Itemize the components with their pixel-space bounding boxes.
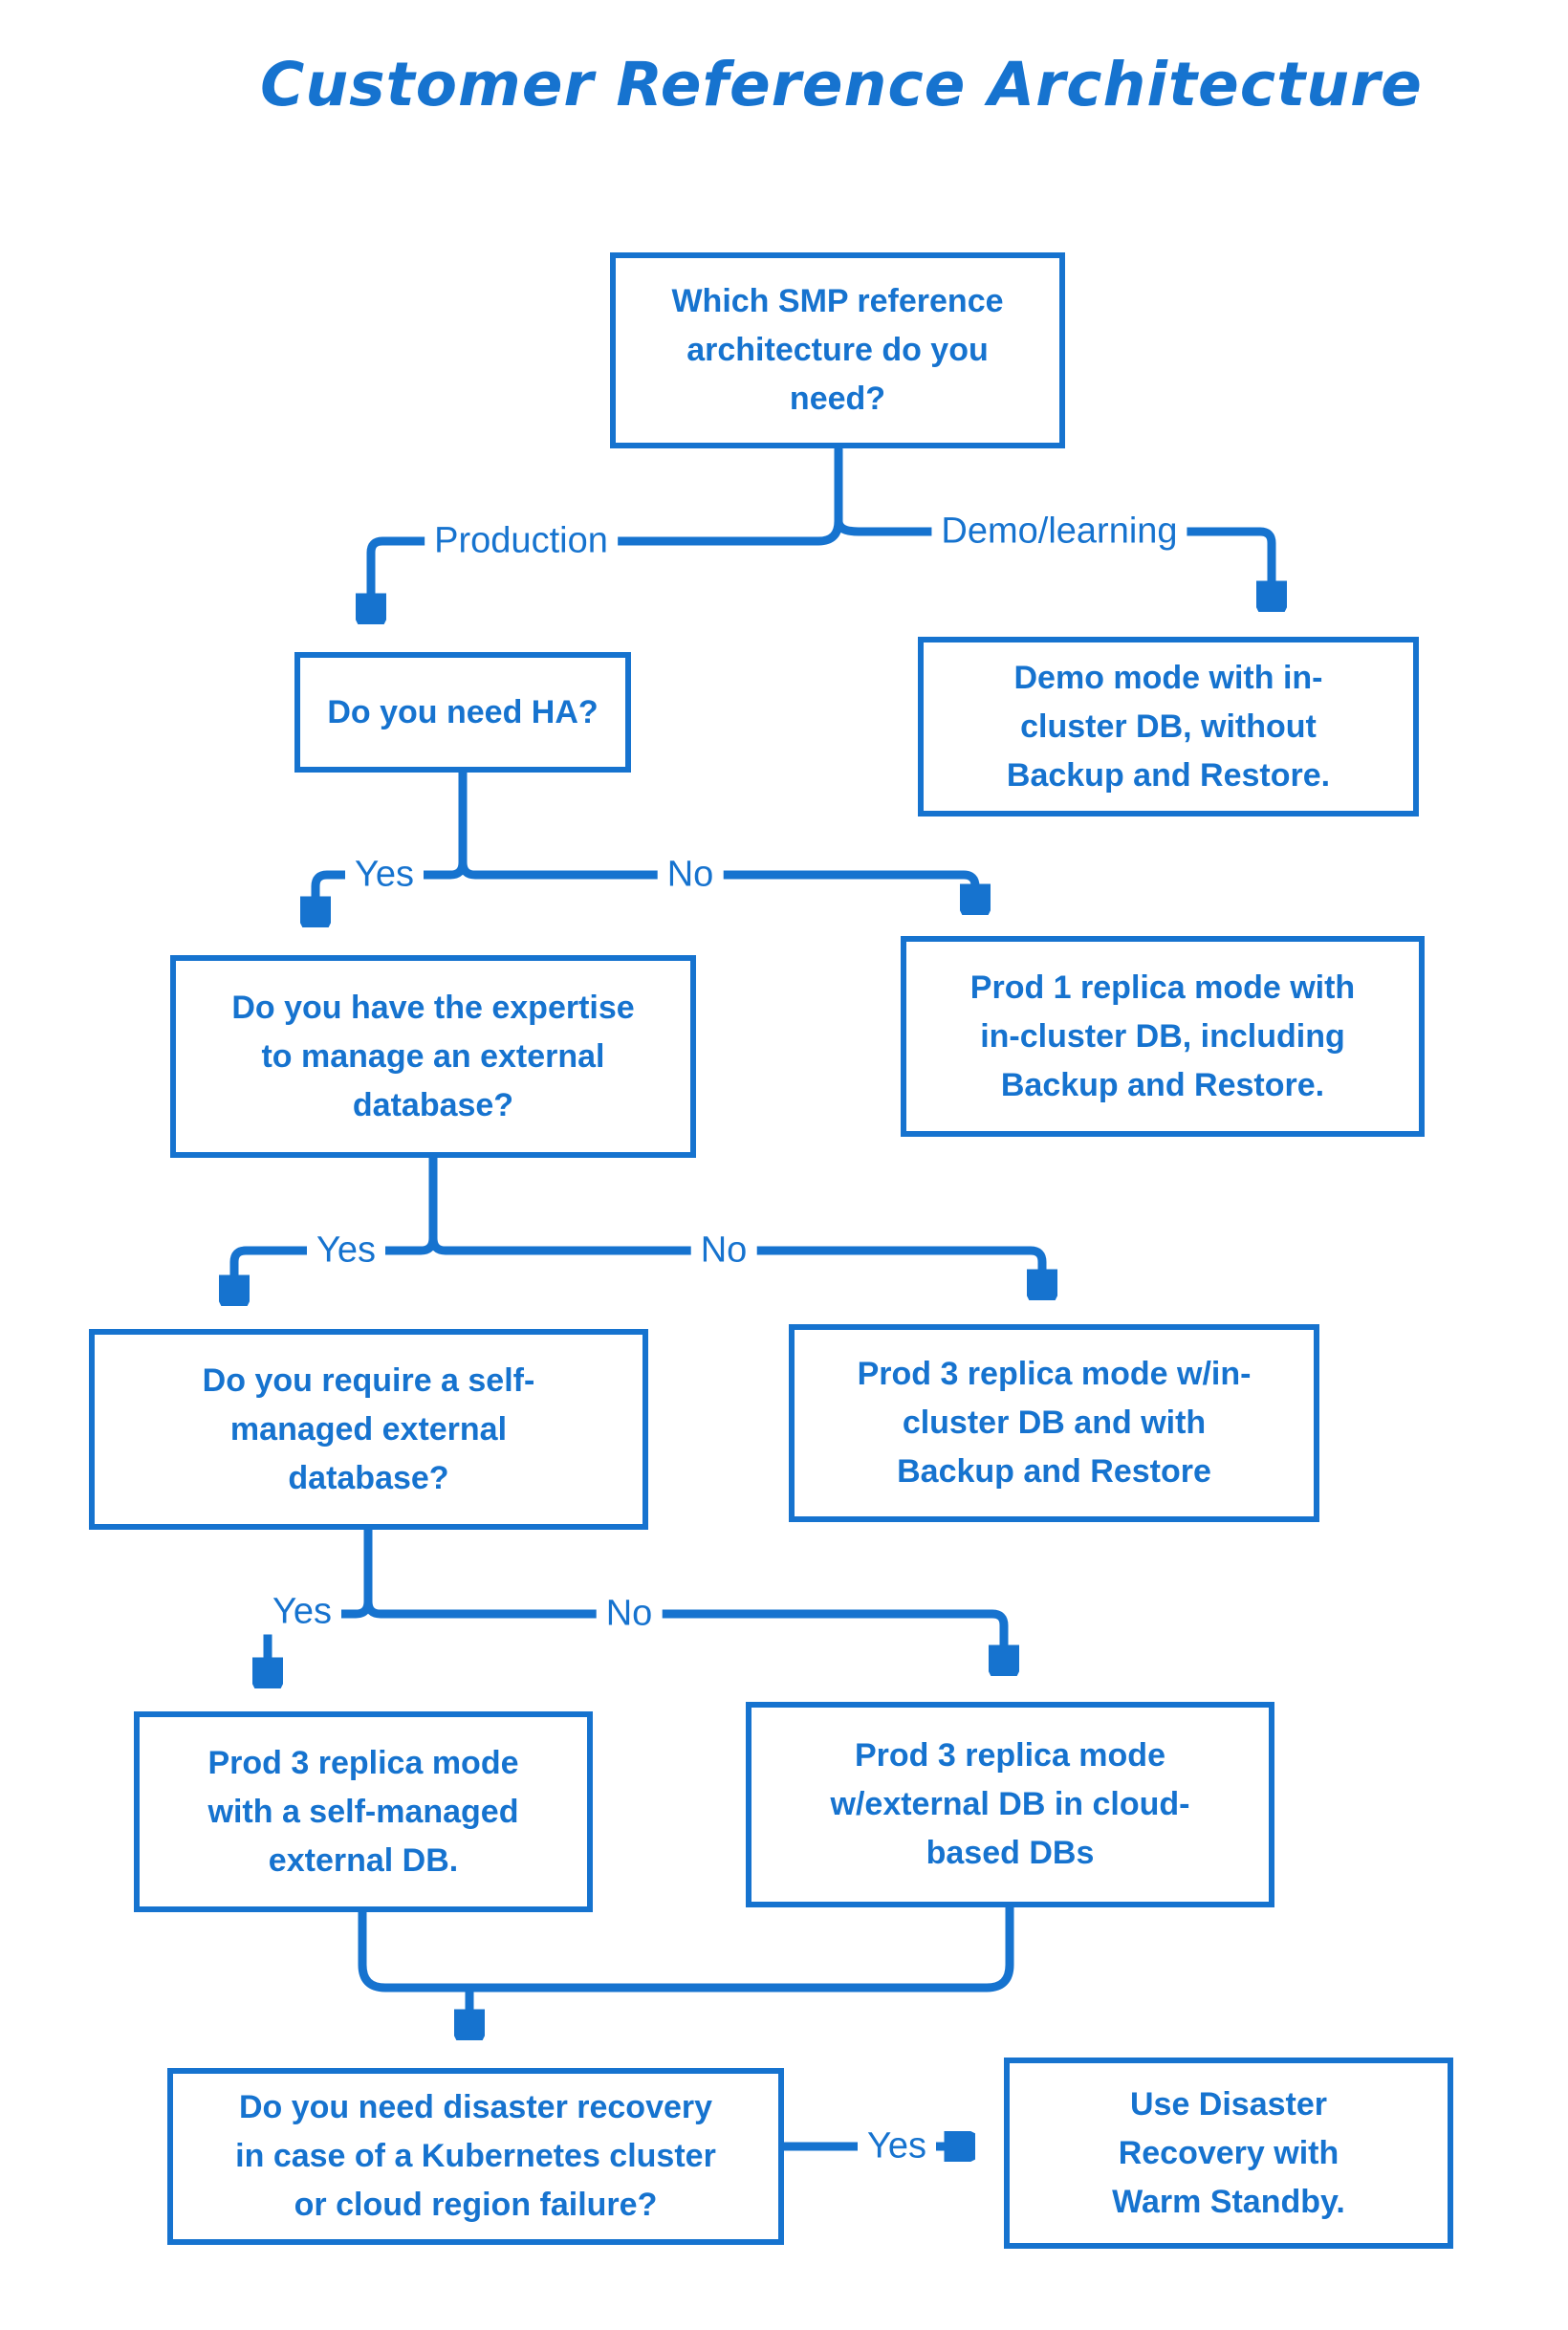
node-question-root-label: Which SMP reference architecture do you …: [671, 283, 1004, 417]
node-result-demo-mode-label: Demo mode with in- cluster DB, without B…: [1006, 659, 1331, 794]
node-question-expertise: Do you have the expertise to manage an e…: [170, 955, 696, 1158]
node-question-disaster-recovery-label: Do you need disaster recovery in case of…: [235, 2089, 716, 2223]
edge-label-ha-yes: Yes: [345, 852, 424, 898]
edge-label-expertise-no: No: [690, 1228, 757, 1274]
node-result-warm-standby-label: Use Disaster Recovery with Warm Standby.: [1112, 2085, 1345, 2220]
node-question-ha-label: Do you need HA?: [327, 693, 599, 730]
edge-label-dr-yes: Yes: [858, 2123, 936, 2169]
edge-merge-left: [358, 1907, 474, 1992]
node-question-disaster-recovery: Do you need disaster recovery in case of…: [167, 2068, 784, 2245]
edge-label-production: Production: [425, 518, 618, 564]
edge-label-ha-no: No: [657, 852, 724, 898]
node-result-demo-mode: Demo mode with in- cluster DB, without B…: [918, 637, 1419, 817]
node-question-root: Which SMP reference architecture do you …: [610, 252, 1065, 448]
node-result-prod3-cloud-db-label: Prod 3 replica mode w/external DB in clo…: [830, 1737, 1190, 1871]
edge-label-demo-learning: Demo/learning: [931, 509, 1187, 555]
node-result-warm-standby: Use Disaster Recovery with Warm Standby.: [1004, 2058, 1453, 2249]
node-question-self-managed-db-label: Do you require a self- managed external …: [202, 1361, 535, 1496]
edge-label-self-no: No: [596, 1591, 663, 1637]
edge-label-self-yes: Yes: [263, 1589, 341, 1635]
edge-merge-right: [465, 1903, 1014, 1992]
node-result-prod1-replica: Prod 1 replica mode with in-cluster DB, …: [901, 936, 1425, 1137]
node-result-prod3-self-managed: Prod 3 replica mode with a self-managed …: [134, 1711, 593, 1912]
node-result-prod3-self-managed-label: Prod 3 replica mode with a self-managed …: [207, 1744, 519, 1879]
page-title: Customer Reference Architecture: [260, 50, 1423, 120]
node-result-prod1-replica-label: Prod 1 replica mode with in-cluster DB, …: [969, 969, 1356, 1103]
edge-self-no: [363, 1597, 1004, 1668]
node-result-prod3-cloud-db: Prod 3 replica mode w/external DB in clo…: [746, 1702, 1274, 1907]
node-result-prod3-incluster: Prod 3 replica mode w/in- cluster DB and…: [789, 1324, 1319, 1522]
edge-ha-yes: [316, 768, 468, 920]
node-result-prod3-incluster-label: Prod 3 replica mode w/in- cluster DB and…: [857, 1356, 1252, 1490]
edge-label-expertise-yes: Yes: [307, 1228, 385, 1274]
node-question-self-managed-db: Do you require a self- managed external …: [89, 1329, 648, 1530]
node-question-expertise-label: Do you have the expertise to manage an e…: [231, 989, 635, 1123]
node-question-ha: Do you need HA?: [294, 652, 631, 773]
